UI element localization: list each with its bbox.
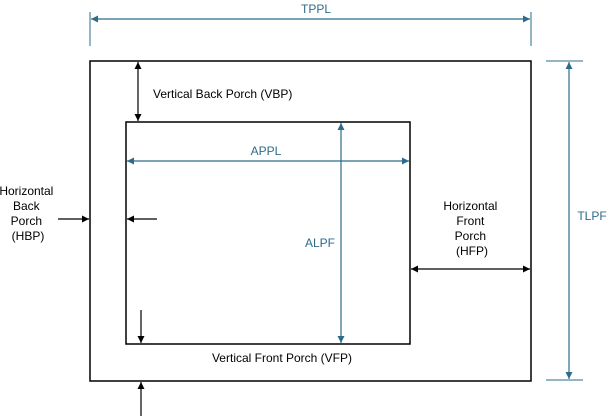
tlpf-label: TLPF [577,209,606,223]
hbp-label-line: Horizontal [0,184,53,198]
hbp-label-line: (HBP) [12,229,45,243]
active-area-rect [125,121,411,345]
tppl-label: TPPL [301,2,331,16]
hbp-label: Horizontal Back Porch (HBP) [0,184,57,243]
appl-label: APPL [251,144,282,158]
hfp-label-line: Porch [455,229,486,243]
vbp-label: Vertical Back Porch (VBP) [153,87,292,101]
hfp-label-line: Horizontal [443,199,497,213]
hbp-label-line: Back [13,199,41,213]
hfp-label-line: Front [456,214,485,228]
hfp-label-line: (HFP) [456,244,488,258]
vfp-label: Vertical Front Porch (VFP) [212,351,352,365]
alpf-label: ALPF [305,236,335,250]
hbp-label-line: Porch [11,214,42,228]
hfp-label: Horizontal Front Porch (HFP) [443,199,500,258]
total-frame-rect [89,60,532,382]
